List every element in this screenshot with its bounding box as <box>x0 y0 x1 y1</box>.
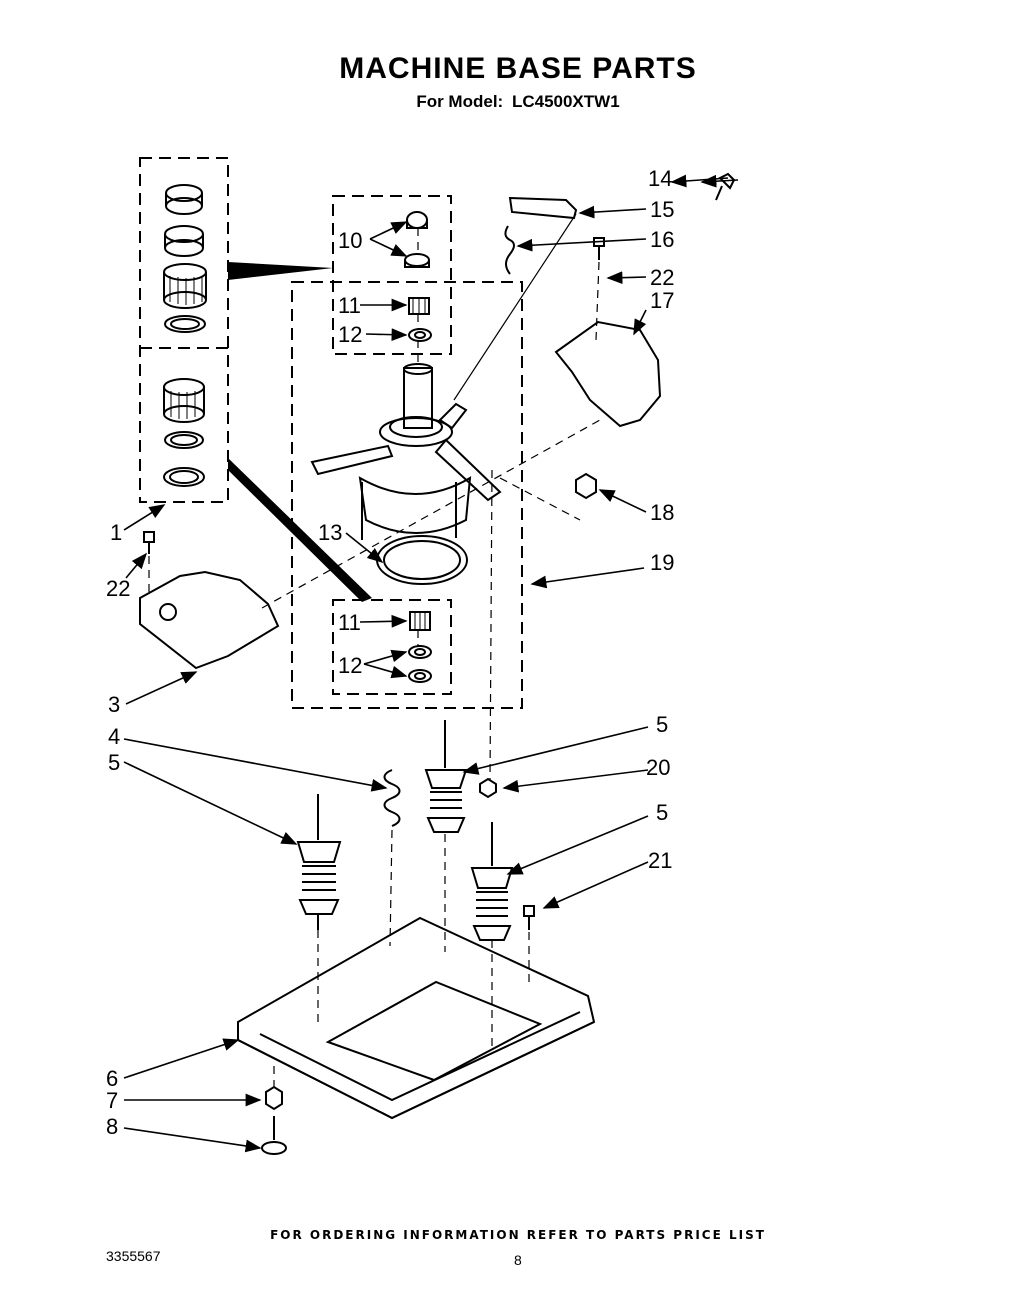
spring-clip <box>504 225 515 275</box>
callout-12-upper: 12 <box>338 322 362 347</box>
callout-17: 17 <box>650 288 674 313</box>
document-number: 3355567 <box>106 1248 161 1264</box>
callout-11-upper: 11 <box>338 293 361 318</box>
callout-10: 10 <box>338 228 362 253</box>
callout-18: 18 <box>650 500 674 525</box>
nut <box>575 472 597 500</box>
model-number: LC4500XTW1 <box>511 92 620 111</box>
callout-21: 21 <box>648 848 672 873</box>
callout-15: 15 <box>650 197 674 222</box>
callout-7: 7 <box>106 1088 118 1113</box>
ordering-note: FOR ORDERING INFORMATION REFER TO PARTS … <box>270 1228 766 1242</box>
right-shield <box>554 320 662 428</box>
callout-20: 20 <box>646 755 670 780</box>
suspension-legs <box>296 720 514 941</box>
callout-22-left: 22 <box>106 576 130 601</box>
page-title: MACHINE BASE PARTS <box>339 52 697 85</box>
spring <box>383 769 401 827</box>
model-prefix: For Model: <box>416 92 504 111</box>
callout-11-lower: 11 <box>338 610 361 635</box>
callout-4: 4 <box>108 724 120 749</box>
callout-5-top: 5 <box>656 712 668 737</box>
callout-5-left: 5 <box>108 750 120 775</box>
transmission-assembly <box>291 195 523 709</box>
callout-14: 14 <box>648 166 672 191</box>
bearing-kit-box <box>139 157 372 602</box>
callout-12-lower: 12 <box>338 653 362 678</box>
callout-16: 16 <box>650 227 674 252</box>
shield-plate <box>139 570 280 670</box>
callout-5-right: 5 <box>656 800 668 825</box>
callout-3: 3 <box>108 692 120 717</box>
page-number: 8 <box>514 1252 522 1268</box>
callout-19: 19 <box>650 550 674 575</box>
callout-1: 1 <box>110 520 122 545</box>
callout-6: 6 <box>106 1066 118 1091</box>
machine-base <box>237 916 596 1120</box>
model-line: For Model: LC4500XTW1 <box>0 92 1036 112</box>
bracket <box>508 196 578 220</box>
callout-22-right: 22 <box>650 265 674 290</box>
callout-13: 13 <box>318 520 342 545</box>
callout-8: 8 <box>106 1114 118 1139</box>
